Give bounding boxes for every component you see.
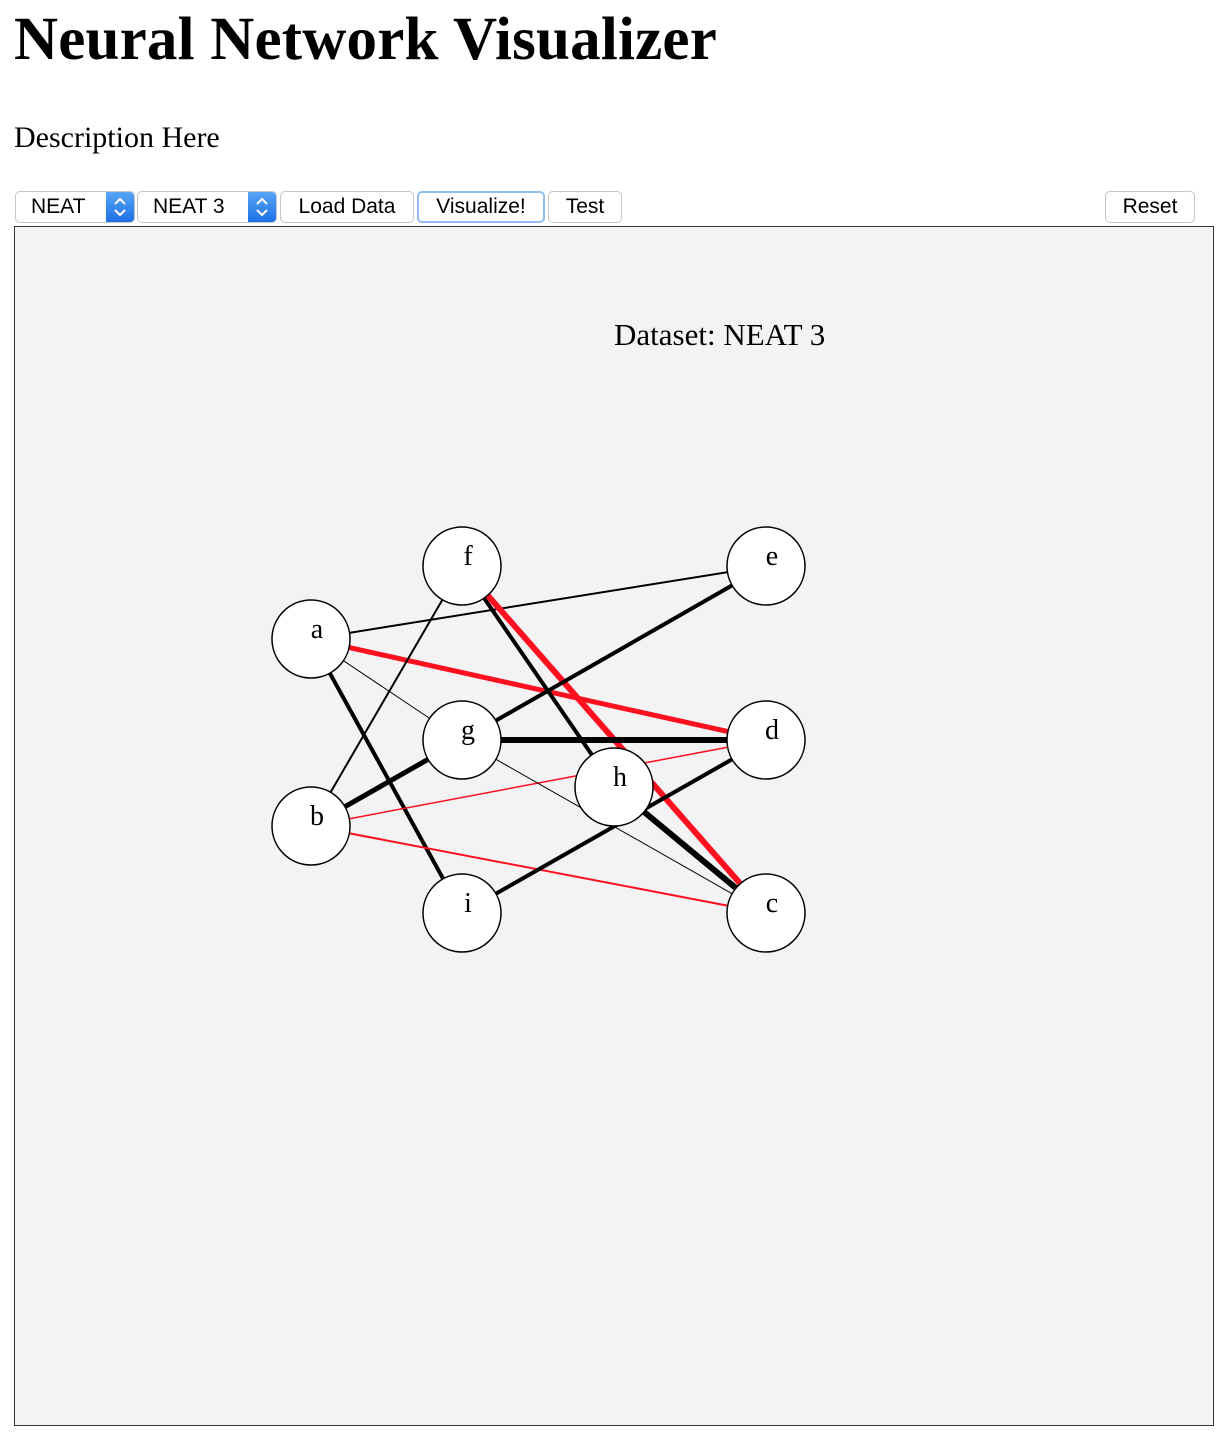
node-circle: [726, 526, 806, 606]
node-label: i: [464, 888, 472, 919]
node-circle: [271, 786, 351, 866]
dataset-label: Dataset: NEAT 3: [614, 317, 825, 352]
test-button[interactable]: Test: [548, 191, 622, 223]
node-b: b: [271, 786, 351, 866]
dataset-select[interactable]: NEAT 3: [137, 191, 277, 223]
select-arrows-icon: [106, 192, 134, 222]
network-diagram: Dataset: NEAT 3 a b c d e f g h i: [271, 317, 825, 953]
node-circle: [422, 873, 502, 953]
node-c: c: [726, 873, 806, 953]
node-circle: [271, 599, 351, 679]
node-i: i: [422, 873, 502, 953]
node-d: d: [726, 700, 806, 780]
node-label: a: [311, 614, 324, 645]
toolbar: NEAT NEAT 3 Load Data Visualize! Test Re…: [14, 190, 1196, 226]
select-arrows-icon: [248, 192, 276, 222]
node-circle: [422, 526, 502, 606]
nodes-layer: a b c d e f g h i: [271, 526, 806, 953]
node-label: d: [765, 715, 779, 746]
algorithm-select-value: NEAT: [31, 195, 86, 218]
node-g: g: [422, 700, 502, 780]
node-circle: [726, 873, 806, 953]
edge-a-i: [309, 638, 464, 914]
edge-a-e: [310, 565, 767, 640]
node-label: g: [461, 715, 475, 746]
load-data-button[interactable]: Load Data: [280, 191, 414, 223]
dataset-select-value: NEAT 3: [153, 195, 225, 218]
node-label: c: [766, 888, 778, 919]
edge-b-f: [310, 565, 463, 827]
node-circle: [422, 700, 502, 780]
node-a: a: [271, 599, 351, 679]
edge-g-e: [461, 564, 767, 742]
edge-f-h: [460, 564, 616, 789]
visualization-canvas: Dataset: NEAT 3 a b c d e f g h i: [14, 226, 1214, 1426]
node-e: e: [726, 526, 806, 606]
node-f: f: [422, 526, 502, 606]
node-label: b: [310, 801, 324, 832]
node-circle: [574, 747, 654, 827]
page-title: Neural Network Visualizer: [14, 6, 717, 73]
node-circle: [726, 700, 806, 780]
node-h: h: [574, 747, 654, 827]
edge-a-d: [310, 636, 767, 743]
node-label: f: [463, 541, 473, 572]
page-description: Description Here: [14, 121, 220, 154]
visualize-button[interactable]: Visualize!: [417, 191, 545, 223]
reset-button[interactable]: Reset: [1105, 191, 1195, 223]
node-label: e: [766, 541, 778, 572]
algorithm-select[interactable]: NEAT: [15, 191, 135, 223]
node-label: h: [613, 762, 627, 793]
edges-layer: [309, 564, 769, 916]
